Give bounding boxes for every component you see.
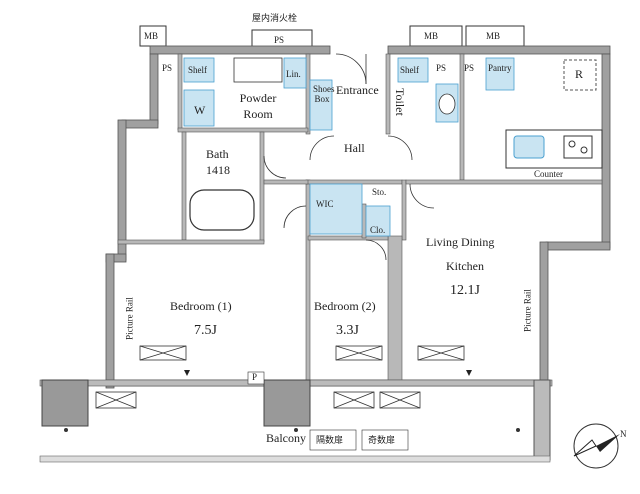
vanity-fixture [233, 57, 283, 83]
mb-right-label-2: MB [486, 31, 501, 41]
entrance-label: Entrance [336, 83, 379, 97]
sink [513, 135, 545, 159]
clo-fixture [365, 205, 391, 237]
washer-fixture [183, 89, 215, 127]
wic-fixture [309, 183, 363, 235]
north-label: N [620, 429, 627, 439]
fire-hydrant-label: 屋内消火栓 [252, 13, 298, 23]
linen-fixture [283, 57, 307, 89]
pantry-label: Pantry [488, 63, 512, 73]
hall-label: Hall [344, 141, 365, 155]
bedroom1-label: Bedroom (1) [170, 299, 232, 313]
bath-size-label: 1418 [206, 163, 230, 177]
shoes-box-label: Shoes Box [313, 84, 335, 104]
ldk-label: Living Dining [426, 235, 495, 249]
bedroom2-label: Bedroom (2) [314, 299, 376, 313]
bathtub [189, 189, 255, 231]
ldk-size-label: 12.1J [450, 283, 480, 298]
balcony-area [39, 370, 553, 463]
clo-label: Clo. [370, 225, 386, 235]
picture-rail-right-label: Picture Rail [522, 289, 533, 332]
stove [563, 135, 593, 159]
bedroom2-size-label: 3.3J [336, 323, 359, 338]
sto-label: Sto. [372, 187, 387, 197]
shelf-left-fixture [183, 57, 215, 83]
balcony-label: Balcony [266, 431, 306, 445]
picture-rail-left-label: Picture Rail [124, 297, 135, 340]
shoes-box-fixture [309, 79, 333, 131]
ps-mid2-label: PS [464, 63, 475, 73]
refrigerator-space [563, 59, 597, 91]
shelf-left-label: Shelf [188, 65, 207, 75]
ldk-kitchen-label: Kitchen [446, 259, 484, 273]
ps-top-label: PS [274, 35, 285, 45]
mb-left-label: MB [144, 31, 159, 41]
interior-walls [117, 53, 603, 381]
compass [573, 423, 620, 469]
partition-1-label: 隔数扉 [316, 435, 344, 445]
powder-room-label: Powder Room [239, 91, 277, 121]
fixtures [183, 57, 603, 237]
r-label: R [575, 67, 584, 81]
pantry-fixture [485, 57, 515, 91]
counter-label: Counter [534, 169, 563, 179]
w-label: W [194, 103, 206, 117]
partition-2-label: 奇数扉 [368, 435, 396, 445]
shelf-right-label: Shelf [400, 65, 419, 75]
wic-label: WIC [316, 199, 334, 209]
p-label: P [252, 372, 258, 382]
ps-left-label: PS [162, 63, 173, 73]
lin-label: Lin. [286, 69, 301, 79]
ac-units [95, 345, 465, 409]
doors [263, 53, 435, 261]
bath-label: Bath [206, 147, 229, 161]
mb-right-label-1: MB [424, 31, 439, 41]
ps-mid-label: PS [436, 63, 447, 73]
bedroom1-size-label: 7.5J [194, 323, 217, 338]
toilet-label: Toilet [393, 88, 407, 116]
shelf-right-fixture [397, 57, 429, 83]
